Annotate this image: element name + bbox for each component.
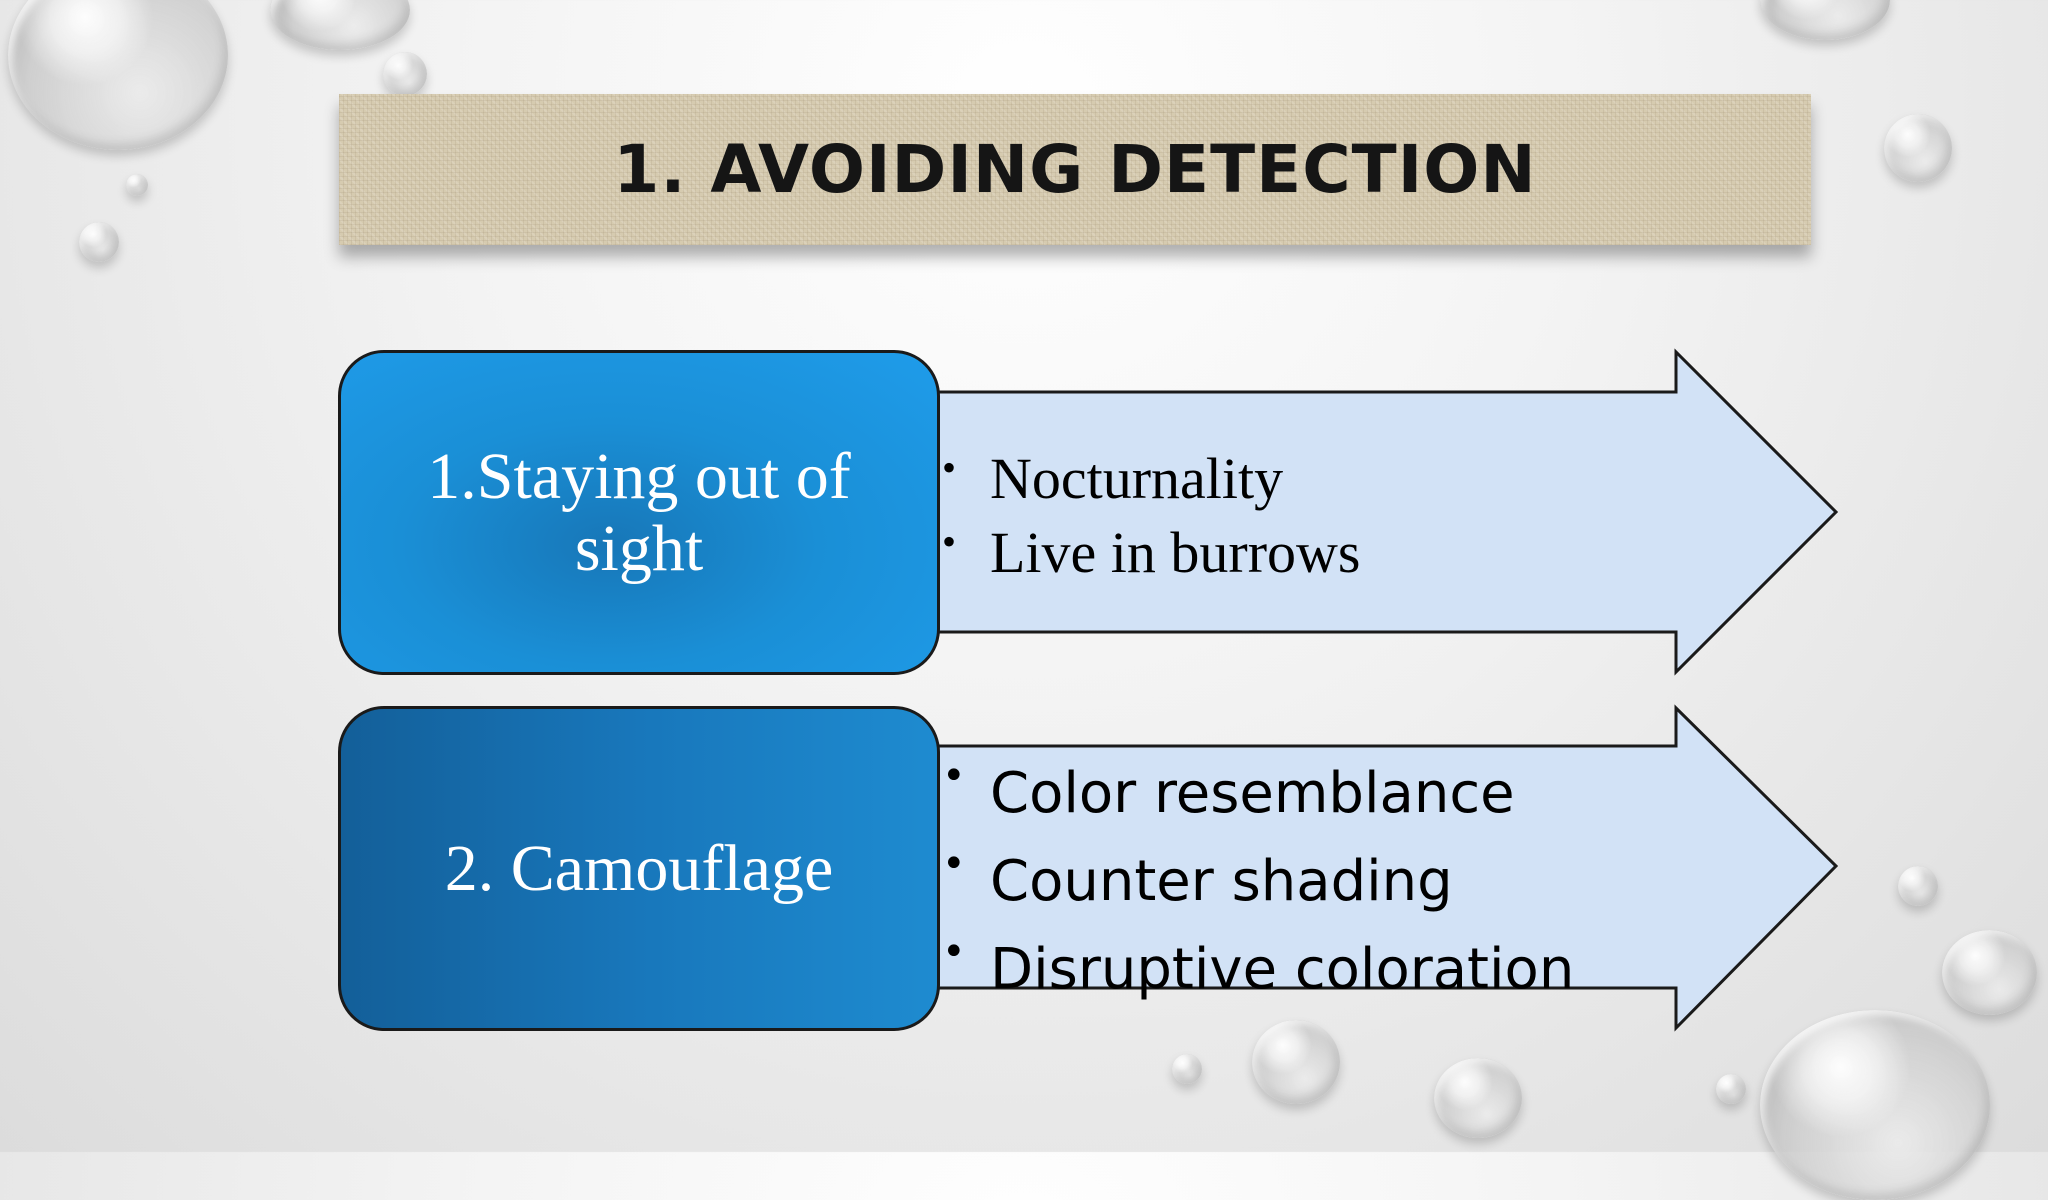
water-drop-decoration <box>383 52 427 96</box>
arrow-shape-row-1 <box>928 348 1839 676</box>
water-drop-decoration <box>1252 1020 1340 1104</box>
water-drop-decoration <box>1716 1074 1746 1104</box>
list-item: • Counter shading <box>942 838 1574 926</box>
title-banner: 1. AVOIDING DETECTION <box>339 94 1811 245</box>
water-drop-decoration <box>1898 866 1938 906</box>
bullet-icon: • <box>942 841 966 887</box>
water-drop-decoration <box>126 174 148 196</box>
list-item: • Color resemblance <box>942 750 1574 838</box>
water-drop-decoration <box>1942 930 2037 1015</box>
arrow-shape-row-2 <box>928 704 1839 1032</box>
water-drop-decoration <box>1884 114 1952 182</box>
water-drop-decoration <box>8 0 228 150</box>
list-item: • Nocturnality <box>942 442 1361 516</box>
bullet-icon: • <box>942 753 966 799</box>
category-label: 1.Staying out of sight <box>427 439 851 585</box>
arrows-layer <box>928 348 1839 1032</box>
list-item: • Disruptive coloration <box>942 926 1574 1014</box>
slide: 1. AVOIDING DETECTION 1.Staying out of s… <box>8 0 2037 1200</box>
list-item: • Live in burrows <box>942 516 1361 590</box>
bullet-text: Color resemblance <box>990 761 1515 826</box>
water-drop-decoration <box>79 222 119 262</box>
category-box-row-2: 2. Camouflage <box>338 706 940 1031</box>
bullet-text: Nocturnality <box>990 446 1284 511</box>
bullet-text: Live in burrows <box>990 520 1361 585</box>
bullet-icon: • <box>942 519 957 564</box>
bullet-text: Counter shading <box>990 849 1453 914</box>
bullet-icon: • <box>942 445 957 490</box>
slide-title: 1. AVOIDING DETECTION <box>613 131 1537 208</box>
water-drop-decoration <box>1172 1054 1202 1084</box>
bullet-list-row-2: • Color resemblance • Counter shading • Dis… <box>942 750 1574 1014</box>
category-label: 2. Camouflage <box>444 831 834 905</box>
category-box-row-1: 1.Staying out of sight <box>338 350 940 675</box>
bullet-text: Disruptive coloration <box>990 937 1575 1002</box>
bullet-icon: • <box>942 929 966 975</box>
water-drop-decoration <box>1434 1058 1522 1138</box>
bullet-list-row-1: • Nocturnality • Live in burrows <box>942 442 1361 590</box>
